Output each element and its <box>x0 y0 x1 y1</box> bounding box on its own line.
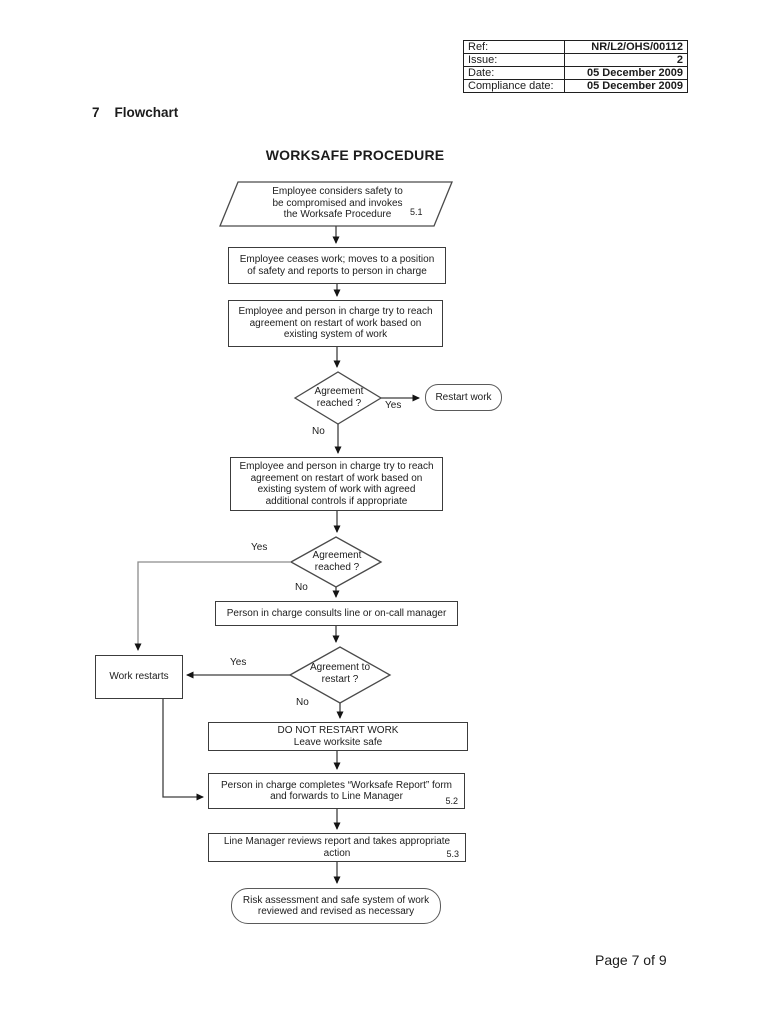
node-text-line: Leave worksite safe <box>293 736 383 748</box>
page-number: Page 7 of 9 <box>595 952 667 968</box>
edge-label-no: No <box>295 582 308 593</box>
compliance-date-label: Compliance date: <box>463 79 565 93</box>
node-text-line: existing system of work <box>283 329 388 341</box>
node-text-line: action <box>323 847 351 859</box>
node-try-agreement-2: Employee and person in charge try to rea… <box>230 457 443 511</box>
node-text-line: agreement on restart of work based on <box>249 317 422 329</box>
edge-label-yes: Yes <box>230 657 247 668</box>
node-decision-1: Agreement reached ? <box>295 386 383 409</box>
node-text-line: Risk assessment and safe system of work <box>242 894 430 906</box>
node-text-line: Agreement to <box>309 662 371 673</box>
flowchart-title: WORKSAFE PROCEDURE <box>265 147 445 163</box>
edge-label-no: No <box>296 697 309 708</box>
clause-ref-5-3: 5.3 <box>446 849 459 859</box>
edge-label-yes: Yes <box>385 400 402 411</box>
node-text-line: Employee considers safety to <box>272 186 403 197</box>
node-text-line: DO NOT RESTART WORK <box>277 725 399 736</box>
node-text-line: the Worksafe Procedure <box>283 209 392 220</box>
node-do-not-restart: DO NOT RESTART WORK Leave worksite safe <box>208 722 468 751</box>
node-work-restarts: Work restarts <box>95 655 183 699</box>
node-line-manager-review: Line Manager reviews report and takes ap… <box>208 833 466 862</box>
decision-3-diamond-shape <box>288 646 392 704</box>
node-consult-manager: Person in charge consults line or on-cal… <box>215 601 458 626</box>
node-decision-2: Agreement reached ? <box>291 550 383 573</box>
node-text-line: reached ? <box>316 397 362 409</box>
node-text-line: Employee ceases work; moves to a positio… <box>239 254 435 265</box>
node-text-line: Agreement <box>312 550 362 561</box>
node-text-line: restart ? <box>321 673 359 685</box>
node-text-line: reached ? <box>314 561 360 573</box>
node-text-line: Employee and person in charge try to rea… <box>238 306 433 318</box>
node-try-agreement-1: Employee and person in charge try to rea… <box>228 300 443 347</box>
node-text-line: existing system of work with agreed <box>257 484 416 495</box>
node-start: Employee considers safety to be compromi… <box>245 186 430 221</box>
node-text-line: agreement on restart of work based on <box>250 472 423 484</box>
section-heading: 7 Flowchart <box>92 105 178 120</box>
node-restart-work: Restart work <box>425 384 502 411</box>
node-text-line: Person in charge completes “Worksafe Rep… <box>220 779 452 791</box>
section-title: Flowchart <box>114 105 179 120</box>
compliance-date-value: 05 December 2009 <box>564 79 688 93</box>
clause-ref-5-2: 5.2 <box>445 796 458 806</box>
start-parallelogram-shape <box>219 181 453 227</box>
node-text-line: reviewed and revised as necessary <box>257 906 415 917</box>
node-risk-assessment: Risk assessment and safe system of work … <box>231 888 441 924</box>
node-text-line: Employee and person in charge try to rea… <box>239 461 434 472</box>
node-text-line: and forwards to Line Manager <box>270 791 403 802</box>
node-decision-3: Agreement to restart ? <box>291 662 389 685</box>
edge-decision2-yes-to-work-restarts <box>134 561 291 651</box>
section-number: 7 <box>92 105 100 120</box>
ref-table: Ref: NR/L2/OHS/00112 Issue: 2 Date: 05 D… <box>463 40 688 93</box>
clause-ref-5-1: 5.1 <box>410 207 423 217</box>
node-cease-work: Employee ceases work; moves to a positio… <box>228 247 446 284</box>
node-text-line: Line Manager reviews report and takes ap… <box>223 836 451 847</box>
edge-label-no: No <box>312 426 325 437</box>
decision-2-diamond-shape <box>289 536 383 588</box>
node-worksafe-report: Person in charge completes “Worksafe Rep… <box>208 773 465 809</box>
node-text-line: additional controls if appropriate <box>265 495 408 507</box>
node-text-line: be compromised and invokes <box>272 197 403 209</box>
edge-label-yes: Yes <box>251 542 268 553</box>
table-row: Compliance date: 05 December 2009 <box>463 79 688 93</box>
edge-work-restarts-to-report <box>162 698 204 801</box>
node-text-line: of safety and reports to person in charg… <box>247 265 427 277</box>
node-text-line: Agreement <box>314 386 364 397</box>
